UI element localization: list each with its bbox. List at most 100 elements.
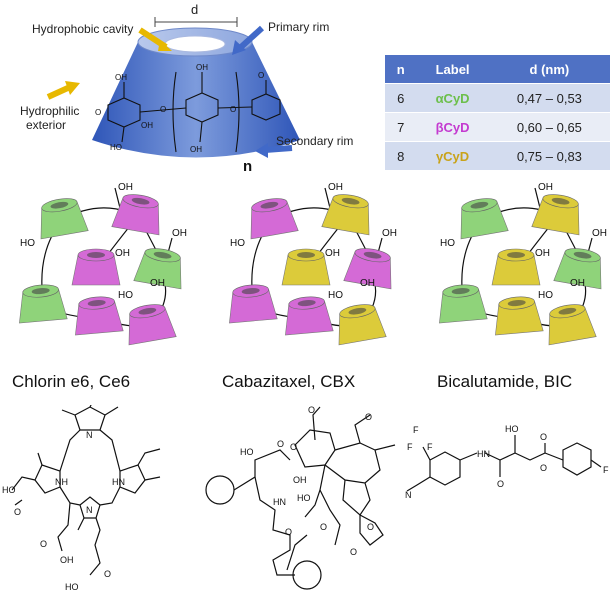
hydroxyl-label: OH	[150, 278, 165, 289]
svg-text:O: O	[40, 539, 47, 549]
svg-text:HN: HN	[112, 477, 125, 487]
svg-text:O: O	[285, 527, 292, 537]
hydrophilic-arrow	[46, 84, 72, 100]
hydroxyl-label: OH	[382, 228, 397, 239]
cyclodextrin-unit	[229, 284, 278, 324]
cyclodextrin-unit	[548, 304, 597, 346]
col-d: d (nm)	[488, 55, 610, 84]
hydroxyl-label: OH	[592, 228, 607, 239]
cyclodextrin-unit	[281, 248, 331, 286]
chlorin-e6-structure: NH HN N N HO O OH O HO O	[2, 405, 161, 592]
svg-text:O: O	[277, 439, 284, 449]
hydrophobic-cavity	[164, 35, 226, 53]
svg-text:HN: HN	[273, 497, 286, 507]
cyclodextrin-unit	[111, 194, 160, 236]
svg-text:OH: OH	[293, 475, 307, 485]
svg-text:O: O	[367, 522, 374, 532]
svg-text:F: F	[603, 465, 609, 475]
primary-rim-label: Primary rim	[268, 20, 330, 34]
hydrophobic-cavity-label: Hydrophobic cavity	[32, 22, 134, 36]
svg-text:HO: HO	[110, 143, 122, 152]
svg-text:NH: NH	[55, 477, 68, 487]
cyclodextrin-unit	[495, 296, 544, 336]
glucose-units	[107, 71, 281, 153]
svg-text:OH: OH	[115, 73, 127, 82]
hydroxyl-label: OH	[115, 248, 130, 259]
hydroxyl-label: OH	[172, 228, 187, 239]
svg-text:HO: HO	[65, 582, 79, 592]
table-row: 7 βCyD 0,60 – 0,65	[385, 112, 610, 142]
hydroxyl-label: OH	[118, 182, 133, 193]
caption-ce6: Chlorin e6, Ce6	[12, 372, 131, 391]
svg-text:O: O	[320, 522, 327, 532]
svg-text:O: O	[104, 569, 111, 579]
hydroxyl-label: OH	[360, 278, 375, 289]
svg-text:O: O	[160, 105, 166, 114]
col-n: n	[385, 55, 417, 84]
svg-text:HO: HO	[2, 485, 16, 495]
cyclodextrin-unit	[439, 284, 488, 324]
svg-text:O: O	[14, 507, 21, 517]
svg-text:O: O	[230, 105, 236, 114]
svg-text:O: O	[350, 547, 357, 557]
cyclodextrin-unit	[321, 194, 370, 236]
col-label: Label	[416, 55, 489, 84]
svg-text:F: F	[407, 442, 413, 452]
primary-rim-arrow	[237, 25, 265, 51]
svg-text:O: O	[258, 71, 264, 80]
hydroxyl-label: HO	[328, 290, 343, 301]
svg-text:O: O	[95, 108, 101, 117]
svg-text:O: O	[365, 412, 372, 422]
cyclodextrin-table: n Label d (nm) 6 αCyD 0,47 – 0,53 7 βCyD…	[385, 55, 610, 170]
cyclodextrin-unit	[343, 248, 392, 290]
polymer-cbx: OH HO OH OH HO OH	[229, 182, 397, 346]
cyclodextrin-unit	[128, 304, 177, 346]
cyclodextrin-unit	[133, 248, 182, 290]
polymer-chain	[534, 187, 541, 209]
hydroxyl-label: HO	[538, 290, 553, 301]
polymer-chain	[114, 187, 121, 209]
svg-text:F: F	[413, 425, 419, 435]
cyclodextrin-unit	[491, 248, 541, 286]
cyclodextrin-unit	[75, 296, 124, 336]
cyclodextrin-unit	[285, 296, 334, 336]
cyclodextrin-unit	[71, 248, 121, 286]
svg-text:OH: OH	[196, 63, 208, 72]
cyclodextrin-unit	[553, 248, 602, 290]
hydroxyl-label: OH	[538, 182, 553, 193]
cyclodextrin-unit	[19, 284, 68, 324]
svg-text:OH: OH	[60, 555, 74, 565]
cyclodextrin-diagram: d OH OH O HO OH OH O O O n	[46, 2, 300, 175]
cyclodextrin-unit	[460, 198, 509, 240]
hydroxyl-label: HO	[118, 290, 133, 301]
hydroxyl-label: HO	[230, 238, 245, 249]
hydroxyl-label: OH	[535, 248, 550, 259]
table-row: 6 αCyD 0,47 – 0,53	[385, 83, 610, 113]
cyclodextrin-cone	[92, 42, 300, 158]
svg-text:O: O	[290, 442, 297, 452]
svg-text:OH: OH	[190, 145, 202, 154]
svg-text:HN: HN	[477, 449, 490, 459]
hydroxyl-label: OH	[325, 248, 340, 259]
hydrophilic-label-1: Hydrophilic	[20, 104, 80, 118]
hydroxyl-label: HO	[440, 238, 455, 249]
dimension-label: d	[191, 2, 198, 17]
svg-text:O: O	[540, 463, 547, 473]
svg-text:N: N	[86, 505, 93, 515]
svg-text:HO: HO	[240, 447, 254, 457]
svg-text:N: N	[86, 430, 93, 440]
svg-text:O: O	[540, 432, 547, 442]
svg-text:OH: OH	[141, 121, 153, 130]
cyclodextrin-unit	[531, 194, 580, 236]
caption-cbx: Cabazitaxel, CBX	[222, 372, 356, 391]
polymer-bic: OH HO OH OH HO OH	[439, 182, 607, 346]
secondary-rim-label: Secondary rim	[276, 134, 354, 148]
cyclodextrin-unit	[338, 304, 387, 346]
svg-text:HO: HO	[297, 493, 311, 503]
svg-text:O: O	[497, 479, 504, 489]
cyclodextrin-unit	[40, 198, 89, 240]
svg-text:N: N	[405, 490, 412, 500]
hydroxyl-label: OH	[328, 182, 343, 193]
hydroxyl-label: OH	[570, 278, 585, 289]
